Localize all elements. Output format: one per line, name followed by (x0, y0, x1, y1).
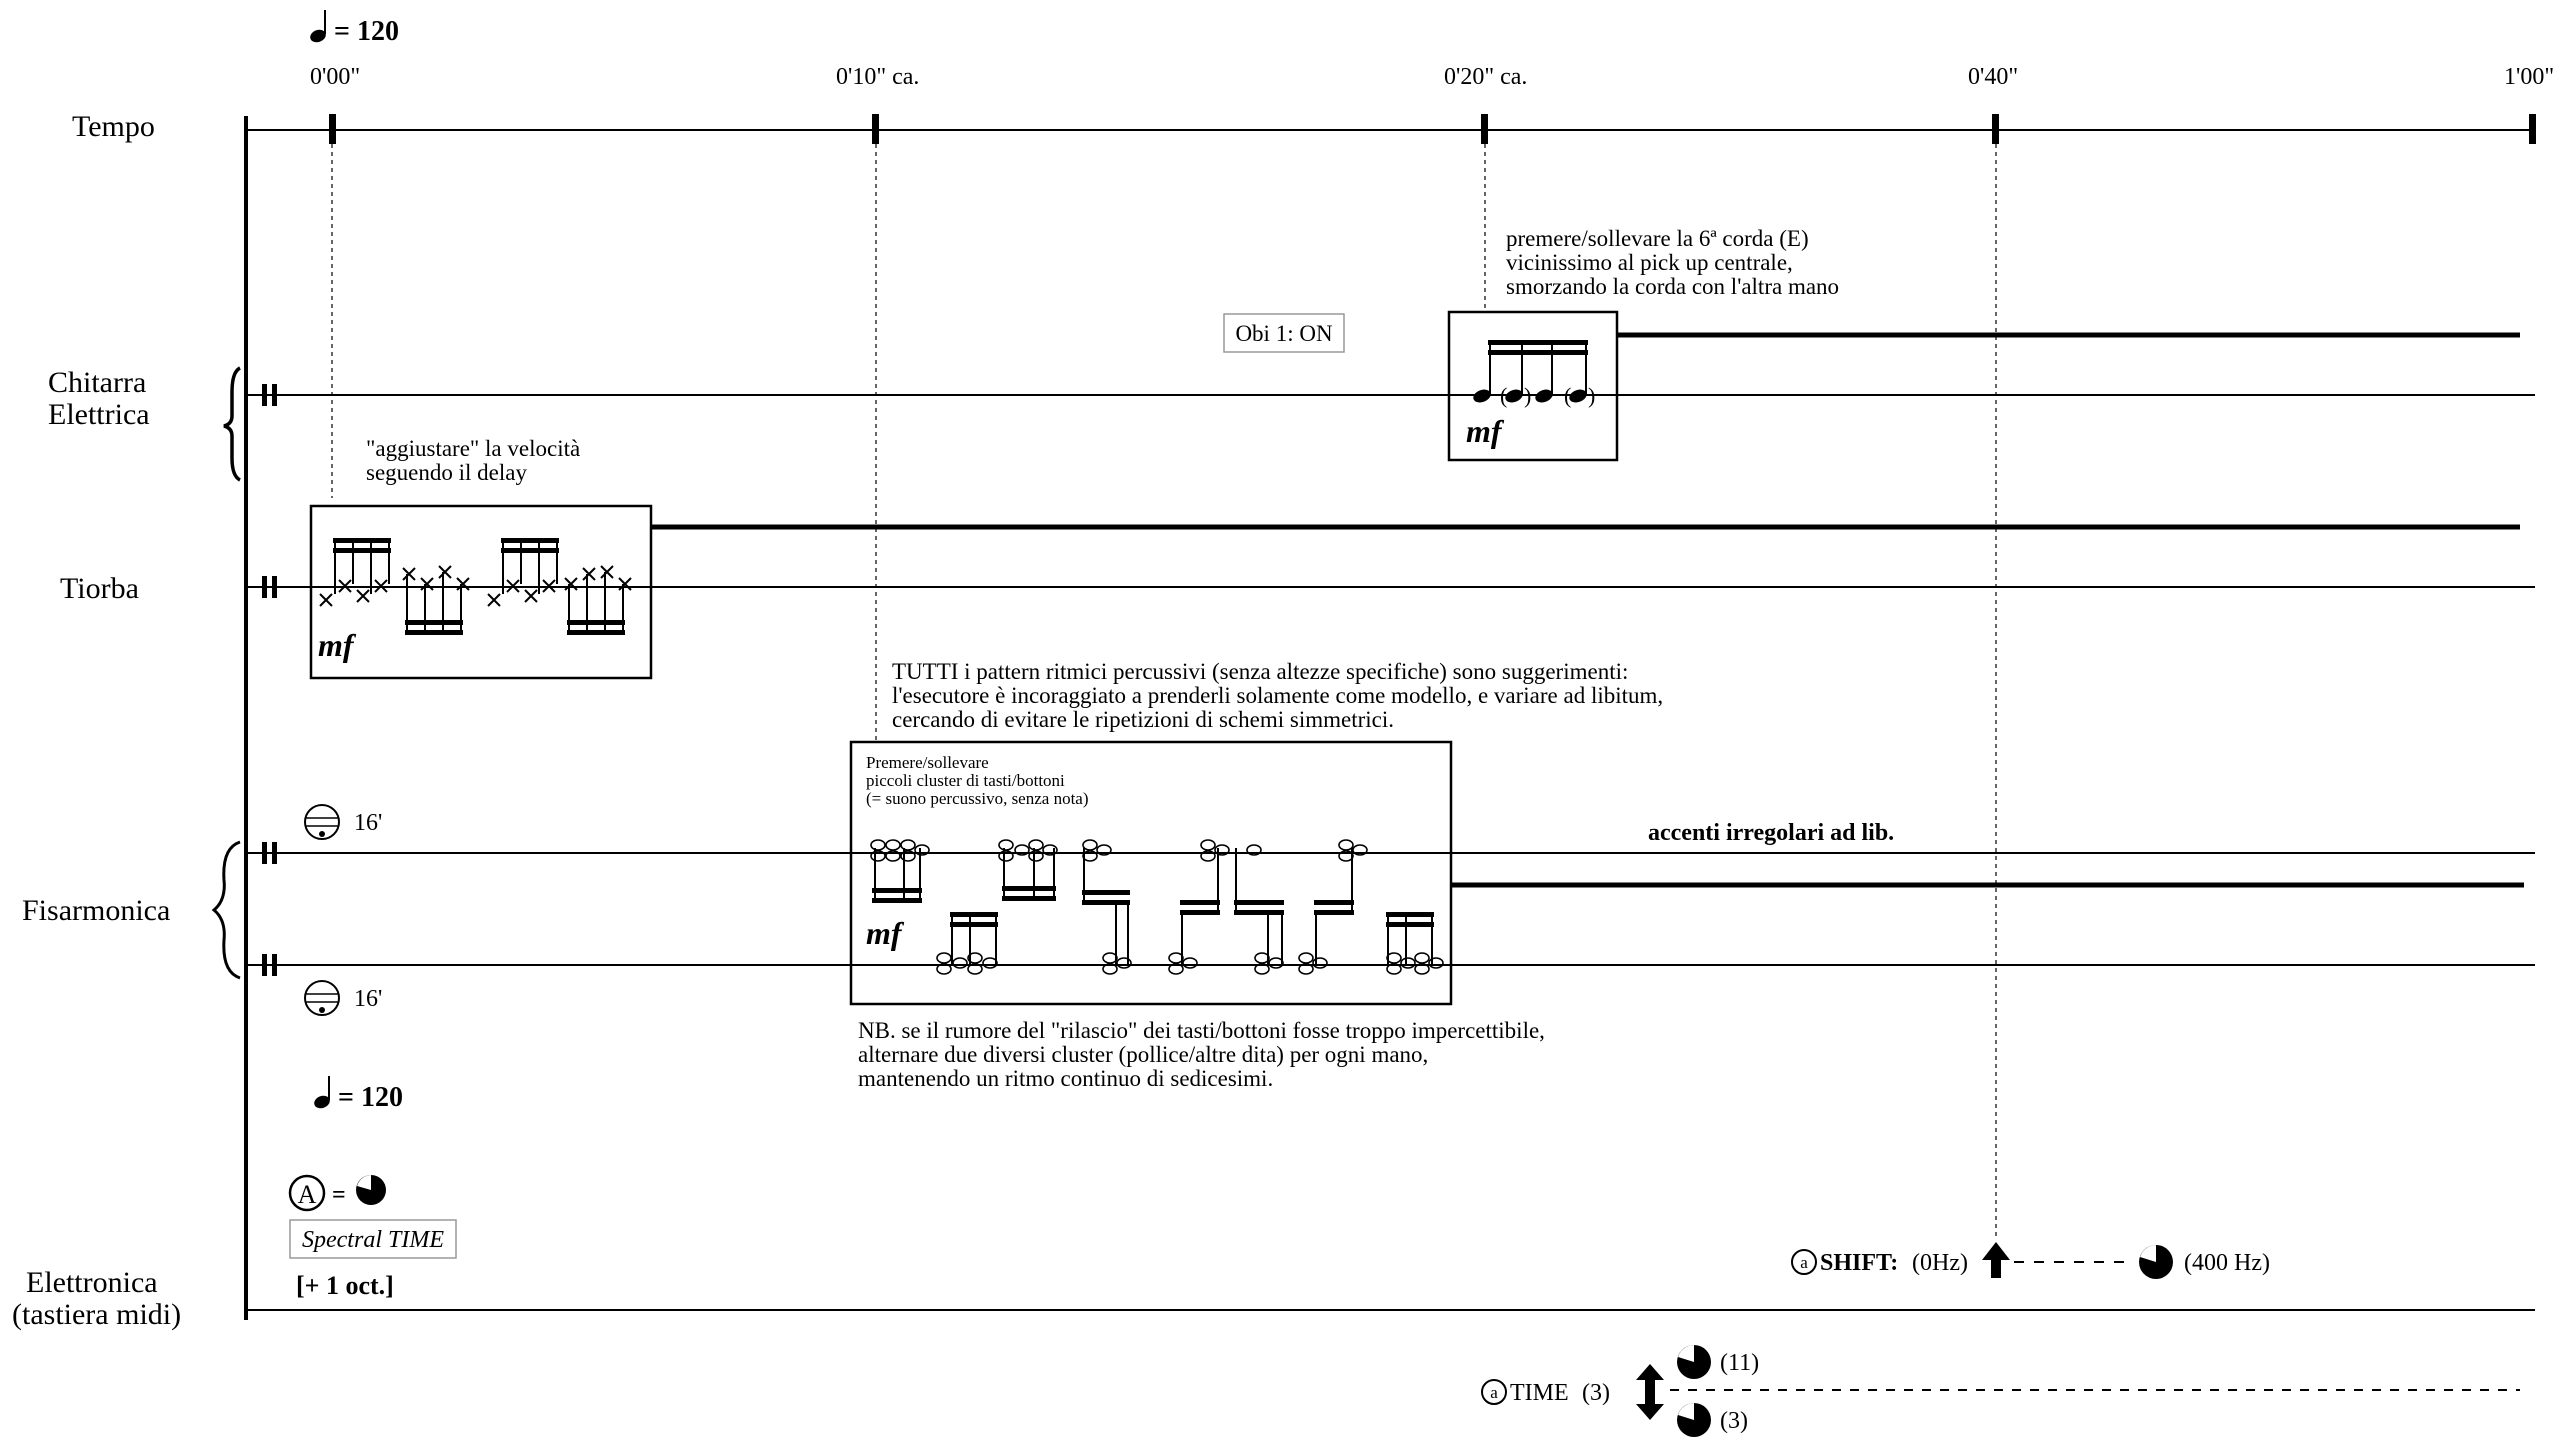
tiorba-dynamic: mf (318, 627, 357, 663)
tutti-line-3: cercando di evitare le ripetizioni di sc… (892, 707, 1394, 732)
tutti-line-1: TUTTI i pattern ritmici percussivi (senz… (892, 659, 1628, 684)
label-elettronica-1: Elettronica (26, 1266, 158, 1299)
tempo-value-top: = 120 (334, 16, 399, 47)
guitar-brace (223, 366, 241, 482)
shift-to: (400 Hz) (2184, 1250, 2270, 1276)
label-tiorba: Tiorba (60, 572, 139, 605)
shift-from: (0Hz) (1912, 1250, 1968, 1276)
register-bottom-label: 16' (354, 986, 382, 1012)
guitar-note-1: premere/sollevare la 6ª corda (E) (1506, 226, 1809, 251)
octave-label: [+ 1 oct.] (296, 1271, 394, 1300)
tiorba-note-1: "aggiustare" la velocità (366, 436, 580, 461)
fisarmonica-box-1: Premere/sollevare (866, 753, 989, 772)
svg-text:a: a (1800, 1253, 1808, 1272)
tiorba-pattern-box: mf (309, 504, 653, 680)
label-tempo: Tempo (72, 110, 155, 143)
obi-badge: Obi 1: ON (1223, 313, 1345, 353)
preset-equals: = (332, 1182, 346, 1208)
arrow-up-icon (1982, 1242, 2010, 1278)
label-fisarmonica: Fisarmonica (22, 894, 170, 927)
time-lower: (3) (1720, 1408, 1748, 1434)
arrow-updown-icon (1636, 1364, 1664, 1420)
time-a-icon: a (1481, 1379, 1507, 1405)
svg-text:a: a (1490, 1383, 1498, 1402)
guitar-dynamic: mf (1466, 413, 1505, 449)
svg-text:(: ( (1564, 383, 1571, 408)
obi-label: Obi 1: ON (1235, 321, 1333, 346)
fisarmonica-brace (211, 840, 241, 980)
register-top-label: 16' (354, 810, 382, 836)
tempo-marking-top: = 120 (310, 10, 399, 47)
fisarmonica-pattern-box: Premere/sollevare piccoli cluster di tas… (849, 740, 1453, 1006)
label-guitar-2: Elettrica (48, 398, 150, 431)
shift-label: SHIFT: (1820, 1250, 1898, 1276)
knob-icon-preset (356, 1175, 386, 1205)
label-guitar-1: Chitarra (48, 366, 146, 399)
svg-text:A: A (298, 1180, 317, 1209)
guitar-note-3: smorzando la corda con l'altra mano (1506, 274, 1839, 299)
nb-line-3: mantenendo un ritmo continuo di sedicesi… (858, 1066, 1273, 1091)
knob-icon-time-upper (1677, 1345, 1711, 1379)
time-mark-40: 0'40" (1968, 64, 2018, 90)
time-upper: (11) (1720, 1350, 1759, 1376)
time-mark-20: 0'20" ca. (1444, 64, 1527, 90)
time-value: (3) (1582, 1380, 1610, 1406)
spectral-time-label: Spectral TIME (302, 1227, 444, 1253)
time-label: TIME (1510, 1380, 1569, 1406)
time-mark-60: 1'00" (2504, 64, 2554, 90)
guitar-pattern-box: ( ) ( ) mf (1447, 310, 1619, 462)
register-icon-top (304, 804, 340, 840)
svg-text:): ) (1588, 383, 1595, 408)
tutti-line-2: l'esecutore è incoraggiato a prenderli s… (892, 683, 1663, 708)
fisarmonica-box-3: (= suono percussivo, senza nota) (866, 789, 1089, 808)
knob-icon-time-lower (1677, 1403, 1711, 1437)
shift-a-icon: a (1791, 1249, 1817, 1275)
fisarmonica-box-2: piccoli cluster di tasti/bottoni (866, 771, 1065, 790)
svg-text:(: ( (1500, 383, 1507, 408)
guitar-note-2: vicinissimo al pick up centrale, (1506, 250, 1793, 275)
tempo-marking-bottom: = 120 (314, 1076, 403, 1113)
nb-line-1: NB. se il rumore del "rilascio" dei tast… (858, 1018, 1545, 1043)
accenti-label: accenti irregolari ad lib. (1648, 820, 1894, 846)
register-icon-bottom (304, 980, 340, 1016)
tiorba-note-2: seguendo il delay (366, 460, 527, 485)
label-elettronica-2: (tastiera midi) (12, 1298, 181, 1331)
nb-line-2: alternare due diversi cluster (pollice/a… (858, 1042, 1428, 1067)
tempo-value-bottom: = 120 (338, 1082, 403, 1113)
knob-icon-shift (2139, 1245, 2173, 1279)
tempo-ticks (329, 114, 2536, 144)
preset-a-icon: A (288, 1174, 326, 1212)
svg-text:): ) (1524, 383, 1531, 408)
time-mark-10: 0'10" ca. (836, 64, 919, 90)
fisarmonica-dynamic: mf (866, 915, 905, 951)
time-mark-0: 0'00" (310, 64, 360, 90)
spectral-time-badge: Spectral TIME (289, 1219, 457, 1259)
